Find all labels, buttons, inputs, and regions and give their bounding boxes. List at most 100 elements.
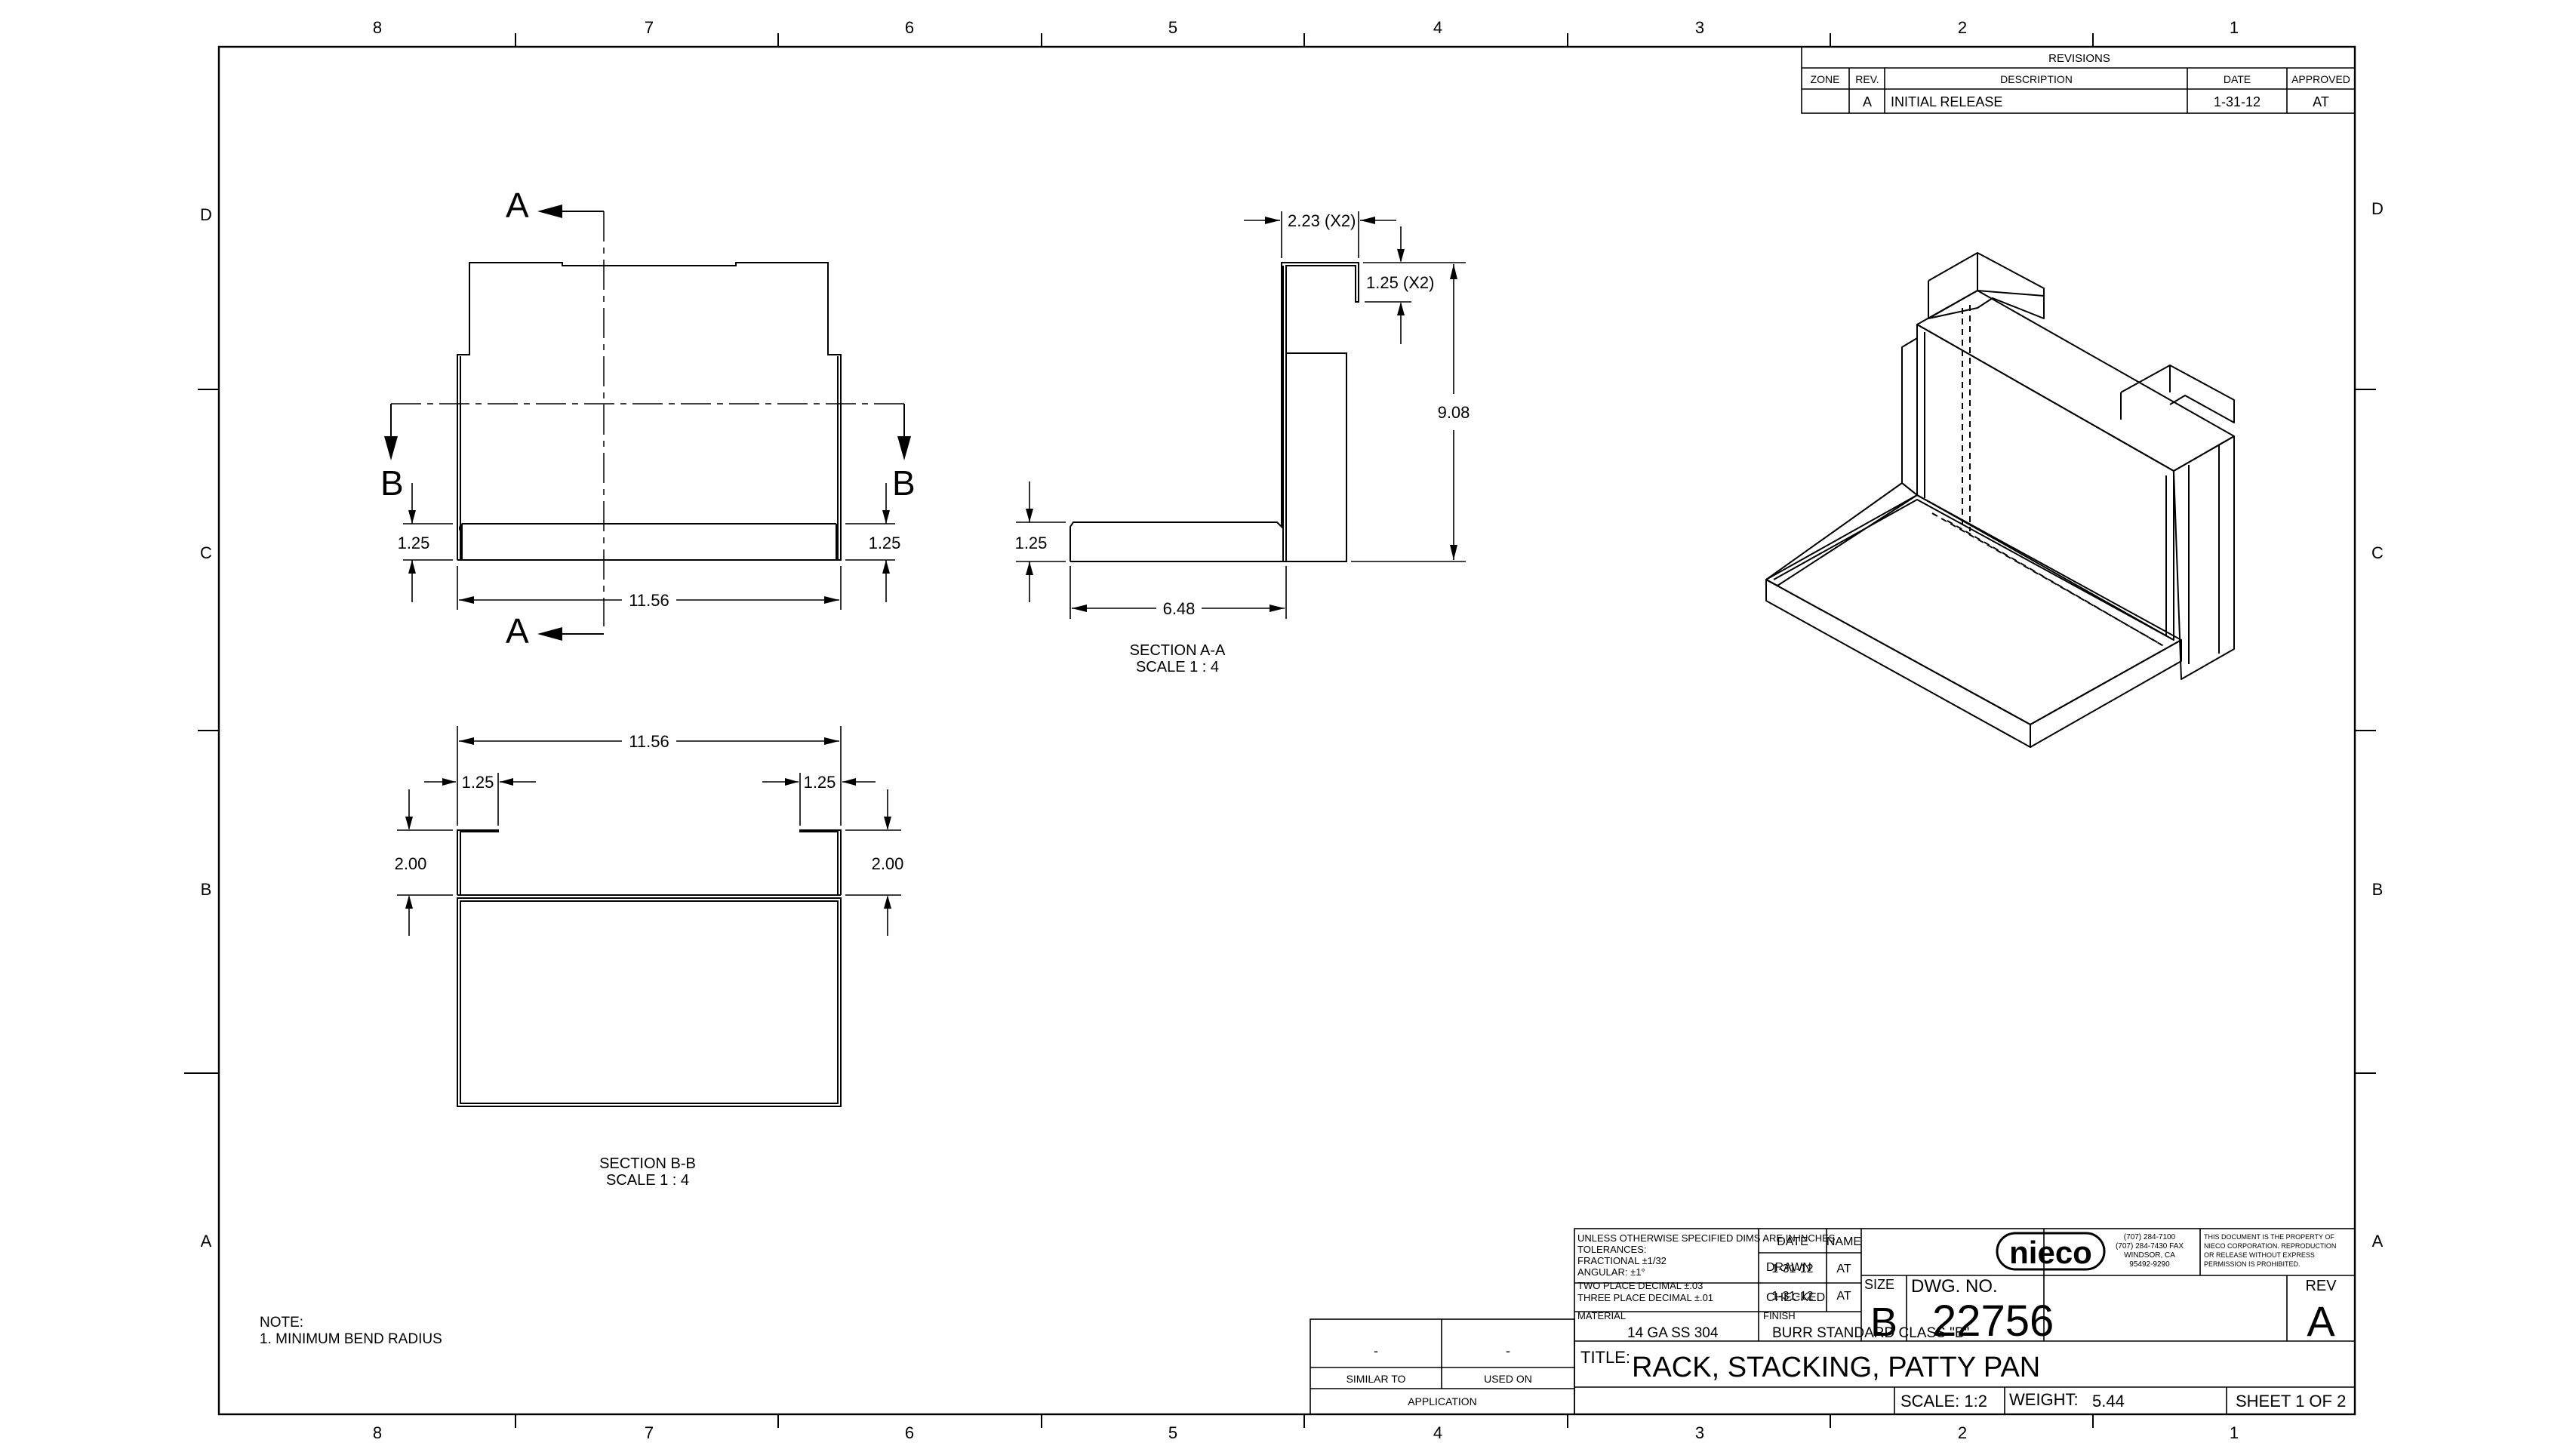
notes-line-1: 1. MINIMUM BEND RADIUS [260, 1331, 442, 1347]
scale-value: SCALE: 1:2 [1900, 1392, 1987, 1411]
zone-labels-left: D C B A [200, 205, 212, 1251]
zone-label: 8 [373, 1423, 382, 1442]
notes-heading: NOTE: [260, 1315, 303, 1331]
zone-label: 7 [645, 18, 654, 37]
company-line-1: (707) 284-7100 [2124, 1233, 2176, 1241]
section-b-b-view: 11.56 1.25 1.25 2.00 [395, 726, 904, 1189]
zone-label: 5 [1168, 18, 1177, 37]
zone-label: 2 [1958, 1423, 1967, 1442]
front-width-dimension: 11.56 [629, 591, 669, 610]
name-header: NAME [1827, 1235, 1861, 1248]
company-line-4: 95492-9290 [2129, 1260, 2170, 1269]
section-b-width-dimension: 11.56 [629, 732, 669, 751]
section-a-a-outline [1069, 262, 1359, 562]
zone-label: D [200, 205, 212, 224]
tolerance-line-6: THREE PLACE DECIMAL ±.01 [1577, 1292, 1713, 1303]
zone-label: 2 [1958, 18, 1967, 37]
finish-label: FINISH [1763, 1310, 1796, 1321]
zone-label: 1 [2230, 18, 2239, 37]
section-b-label-right: B [892, 463, 916, 503]
section-b-caption: SECTION B-B [599, 1155, 696, 1172]
zone-label: C [2371, 543, 2384, 562]
zone-label: 1 [2230, 1423, 2239, 1442]
section-b-label-left: B [380, 463, 404, 503]
section-a-tab-width-dimension: 2.23 (X2) [1288, 211, 1356, 230]
rev-col-rev: REV. [1855, 73, 1879, 85]
section-a-lip-dimension: 1.25 [1015, 534, 1048, 552]
property-line-3: OR RELEASE WITHOUT EXPRESS [2204, 1251, 2315, 1259]
zone-label: B [201, 880, 212, 899]
section-b-scale: SCALE 1 : 4 [606, 1172, 689, 1189]
zone-label: 6 [905, 18, 914, 37]
application-used-on-value: - [1506, 1343, 1510, 1358]
zone-label: 3 [1695, 1423, 1704, 1442]
rev-row-rev: A [1863, 94, 1872, 109]
notes: NOTE: 1. MINIMUM BEND RADIUS [260, 1315, 442, 1347]
zone-label: A [201, 1232, 212, 1251]
property-line-1: THIS DOCUMENT IS THE PROPERTY OF [2204, 1233, 2334, 1241]
section-a-label-bottom: A [506, 611, 529, 651]
tolerance-line-2: TOLERANCES: [1577, 1244, 1647, 1255]
application-similar-to-value: - [1374, 1343, 1378, 1358]
front-right-lip-dimension: 1.25 [869, 534, 901, 552]
date-header: DATE [1777, 1235, 1808, 1248]
zone-label: 4 [1433, 18, 1442, 37]
svg-text:nieco: nieco [2009, 1235, 2092, 1270]
drawing-title: RACK, STACKING, PATTY PAN [1632, 1352, 2040, 1383]
zone-label: 8 [373, 18, 382, 37]
rev-col-date: DATE [2224, 73, 2251, 85]
application-block: - - SIMILAR TO USED ON APPLICATION [1310, 1318, 1575, 1415]
section-a-height-dimension: 9.08 [1438, 403, 1470, 422]
front-view-outline [457, 262, 842, 561]
sheet-number: SHEET 1 OF 2 [2236, 1392, 2346, 1411]
application-title: APPLICATION [1408, 1395, 1477, 1407]
section-a-tab-height-dimension: 1.25 (X2) [1366, 273, 1435, 292]
front-view: A A B B 11.56 1.25 [380, 186, 916, 651]
weight-label: WEIGHT: [2009, 1390, 2079, 1409]
front-left-lip-dimension: 1.25 [398, 534, 430, 552]
isometric-view [1765, 252, 2235, 748]
zone-labels-bottom: 8 7 6 5 4 3 2 1 [373, 1423, 2239, 1442]
section-b-b-body [457, 897, 842, 1107]
size-label: SIZE [1864, 1277, 1894, 1292]
section-b-right-height-dimension: 2.00 [872, 854, 904, 873]
rev-row-description: INITIAL RELEASE [1891, 94, 2002, 109]
application-similar-to-label: SIMILAR TO [1346, 1373, 1406, 1385]
weight-value: 5.44 [2092, 1392, 2125, 1411]
rev-value: A [2307, 1297, 2335, 1345]
title-block: UNLESS OTHERWISE SPECIFIED DIMS ARE IN I… [1574, 1228, 2356, 1415]
zone-labels-top: 8 7 6 5 4 3 2 1 [373, 18, 2239, 37]
section-b-right-tab-dimension: 1.25 [804, 773, 836, 792]
section-a-depth-dimension: 6.48 [1163, 599, 1196, 618]
zone-label: 5 [1168, 1423, 1177, 1442]
application-used-on-label: USED ON [1484, 1373, 1532, 1385]
section-b-left-height-dimension: 2.00 [395, 854, 427, 873]
checked-date: 1-31-12 [1771, 1290, 1813, 1303]
revisions-title: REVISIONS [2048, 52, 2110, 65]
drawn-name: AT [1836, 1263, 1851, 1275]
rev-col-description: DESCRIPTION [2000, 73, 2073, 85]
title-label: TITLE: [1580, 1348, 1630, 1367]
drawn-date: 1-31-12 [1771, 1263, 1813, 1275]
property-line-2: NIECO CORPORATION. REPRODUCTION [2204, 1242, 2336, 1250]
zone-label: D [2371, 199, 2384, 218]
dwg-no-value: 22756 [1932, 1297, 2054, 1346]
zone-labels-right: D C B A [2371, 199, 2384, 1251]
nieco-logo: nieco [1996, 1232, 2106, 1271]
zone-label: A [2372, 1232, 2384, 1251]
checked-name: AT [1836, 1290, 1851, 1303]
material-value: 14 GA SS 304 [1627, 1325, 1719, 1341]
zone-label: 4 [1433, 1423, 1442, 1442]
company-line-3: WINDSOR, CA [2124, 1251, 2175, 1260]
rev-row-approved: AT [2313, 94, 2329, 109]
zone-ticks [184, 33, 2376, 1428]
finish-value: BURR STANDARD CLASS "B" [1772, 1325, 1969, 1341]
zone-label: 3 [1695, 18, 1704, 37]
zone-label: 7 [645, 1423, 654, 1442]
rev-col-zone: ZONE [1811, 73, 1840, 85]
zone-label: B [2372, 880, 2384, 899]
drawn-label: DRAWN [1766, 1261, 1811, 1274]
rev-row-date: 1-31-12 [2214, 94, 2261, 109]
company-line-2: (707) 284-7430 FAX [2116, 1242, 2184, 1251]
